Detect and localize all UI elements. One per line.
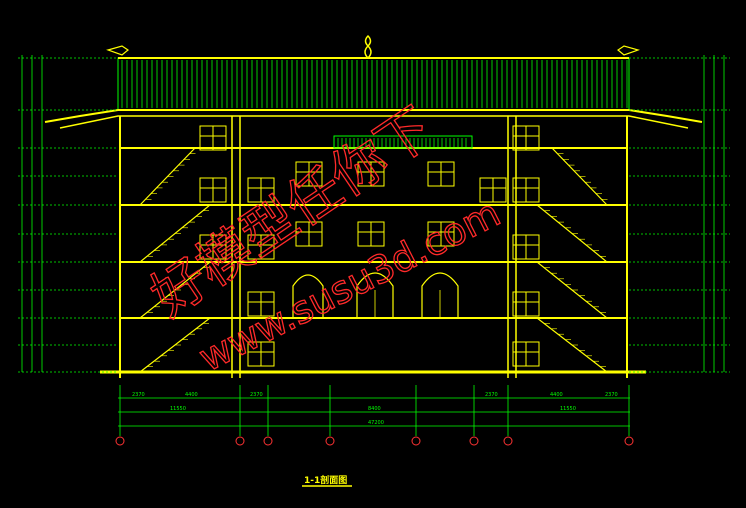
windows — [199, 125, 540, 367]
roof-ornament-left — [106, 45, 130, 56]
roof — [44, 34, 703, 129]
dim-8400: 8400 — [368, 406, 381, 412]
dim-4400-b: 4400 — [550, 392, 563, 398]
roof-finial — [364, 34, 372, 60]
arched-doors — [292, 272, 459, 318]
stairs-left — [125, 147, 212, 373]
dim-2370-b: 2370 — [250, 392, 263, 398]
bottom-dimensions: 2370 4400 2370 2370 4400 2370 11550 8400… — [118, 392, 630, 427]
dim-11550-a: 11550 — [170, 406, 186, 412]
dim-2370-a: 2370 — [132, 392, 145, 398]
title-text: 1-1剖面图 — [304, 474, 347, 486]
dim-4400-a: 4400 — [185, 392, 198, 398]
drawing-title: 1-1剖面图 — [302, 474, 352, 487]
watermark: 好模型任你下 www.susu3d.com — [139, 95, 507, 381]
roof-ornament-right — [616, 45, 640, 56]
dim-2370-d: 2370 — [605, 392, 618, 398]
dim-11550-b: 11550 — [560, 406, 576, 412]
dimension-lines — [18, 55, 730, 373]
dim-total: 47200 — [368, 420, 384, 426]
axis-markers — [115, 385, 634, 446]
stairs-right — [535, 147, 622, 373]
dim-2370-c: 2370 — [485, 392, 498, 398]
